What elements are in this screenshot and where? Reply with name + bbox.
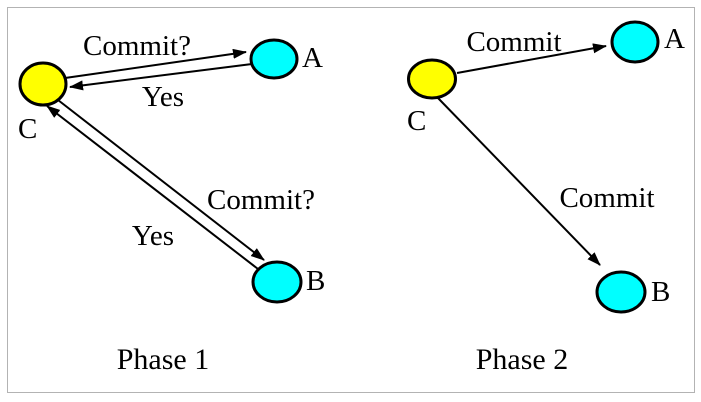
phase1-coordinator-label: C — [18, 113, 37, 145]
phase2-caption: Phase 2 — [476, 343, 569, 376]
phase2-coordinator-label: C — [407, 105, 426, 137]
frame-border — [7, 7, 695, 393]
phase1-edge-c-to-b-label: Commit? — [207, 184, 315, 216]
phase1-caption: Phase 1 — [117, 343, 210, 376]
phase2-edge-c-to-a — [456, 43, 607, 74]
phase2-participant-a-label: A — [664, 23, 685, 55]
phase1-participant-b-node — [251, 260, 303, 304]
phase1-edge-b-to-c — [46, 105, 259, 270]
phase1-participant-a-label: A — [302, 42, 323, 74]
phase2-edge-c-to-a-label: Commit — [466, 26, 561, 58]
phase2-edge-c-to-b — [436, 96, 601, 266]
phase2-group: C A B Commit Commit Phase 2 — [407, 20, 685, 376]
phase1-edge-b-to-c-label: Yes — [132, 220, 174, 252]
phase2-edge-c-to-b-label: Commit — [559, 182, 654, 214]
phase1-participant-a-node — [249, 38, 299, 80]
phase1-edge-c-to-b — [57, 99, 265, 261]
phase1-edge-a-to-c — [69, 63, 253, 91]
phase2-participant-b-label: B — [651, 276, 670, 308]
phase2-participant-b-node — [595, 270, 647, 314]
phase1-edge-a-to-c-label: Yes — [142, 81, 184, 113]
phase1-group: C A B Commit? Yes Commit? Yes Phase 1 — [18, 30, 325, 376]
phase2-participant-a-node — [610, 20, 660, 64]
phase2-coordinator-node — [407, 58, 457, 100]
phase1-edge-c-to-a — [64, 48, 247, 79]
phase1-coordinator-node — [18, 61, 68, 107]
phase1-edge-c-to-a-label: Commit? — [83, 30, 191, 62]
phase1-participant-b-label: B — [306, 265, 325, 297]
